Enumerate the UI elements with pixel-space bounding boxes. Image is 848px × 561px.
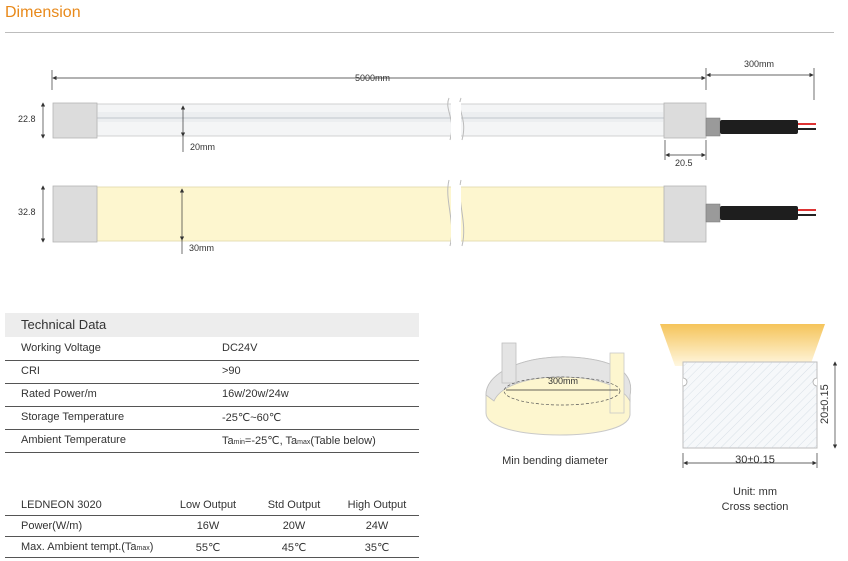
top-height-label: 22.8 [18,114,36,124]
output-header-row: LEDNEON 3020 Low Output Std Output High … [5,495,419,516]
bending-illustration [485,342,632,436]
cross-height-label: 20±0.15 [819,384,831,424]
bottom-left-cap [52,185,98,243]
length-label: 5000mm [355,73,391,83]
page-title: Dimension [5,4,81,21]
bottom-width-label: 30mm [189,243,215,253]
tech-row-voltage: Working Voltage DC24V [5,337,419,361]
cable-length-label: 300mm [744,59,775,69]
bottom-right-cap [663,185,707,243]
tech-row-storage: Storage Temperature -25℃~60℃ [5,406,419,430]
tech-bottom-rule [5,452,419,453]
technical-data-header: Technical Data [5,313,419,337]
cross-width-label: 30±0.15 [735,454,775,466]
bending-caption: Min bending diameter [502,455,608,467]
tech-row-cri: CRI >90 [5,360,419,384]
tech-row-power: Rated Power/m 16w/20w/24w [5,383,419,407]
cap-length-label: 20.5 [675,158,693,168]
tech-row-ambient: Ambient Temperature Tamin=-25℃, Tamax(Ta… [5,429,419,453]
unit-label: Unit: mm [733,486,777,498]
top-width-label: 20mm [190,142,216,152]
title-divider [5,32,834,33]
cross-section-illustration [660,324,838,468]
dimension-drawing [40,68,816,254]
top-left-cap [52,102,98,139]
bottom-height-label: 32.8 [18,207,36,217]
top-right-cap [663,102,707,139]
output-power-row: Power(W/m) 16W 20W 24W [5,516,419,537]
bending-diameter-label: 300mm [548,376,579,386]
output-ambient-row: Max. Ambient tempt.(Tamax) 55℃ 45℃ 35℃ [5,537,419,558]
cross-caption: Cross section [721,501,789,513]
bottom-strip-body [96,186,665,242]
